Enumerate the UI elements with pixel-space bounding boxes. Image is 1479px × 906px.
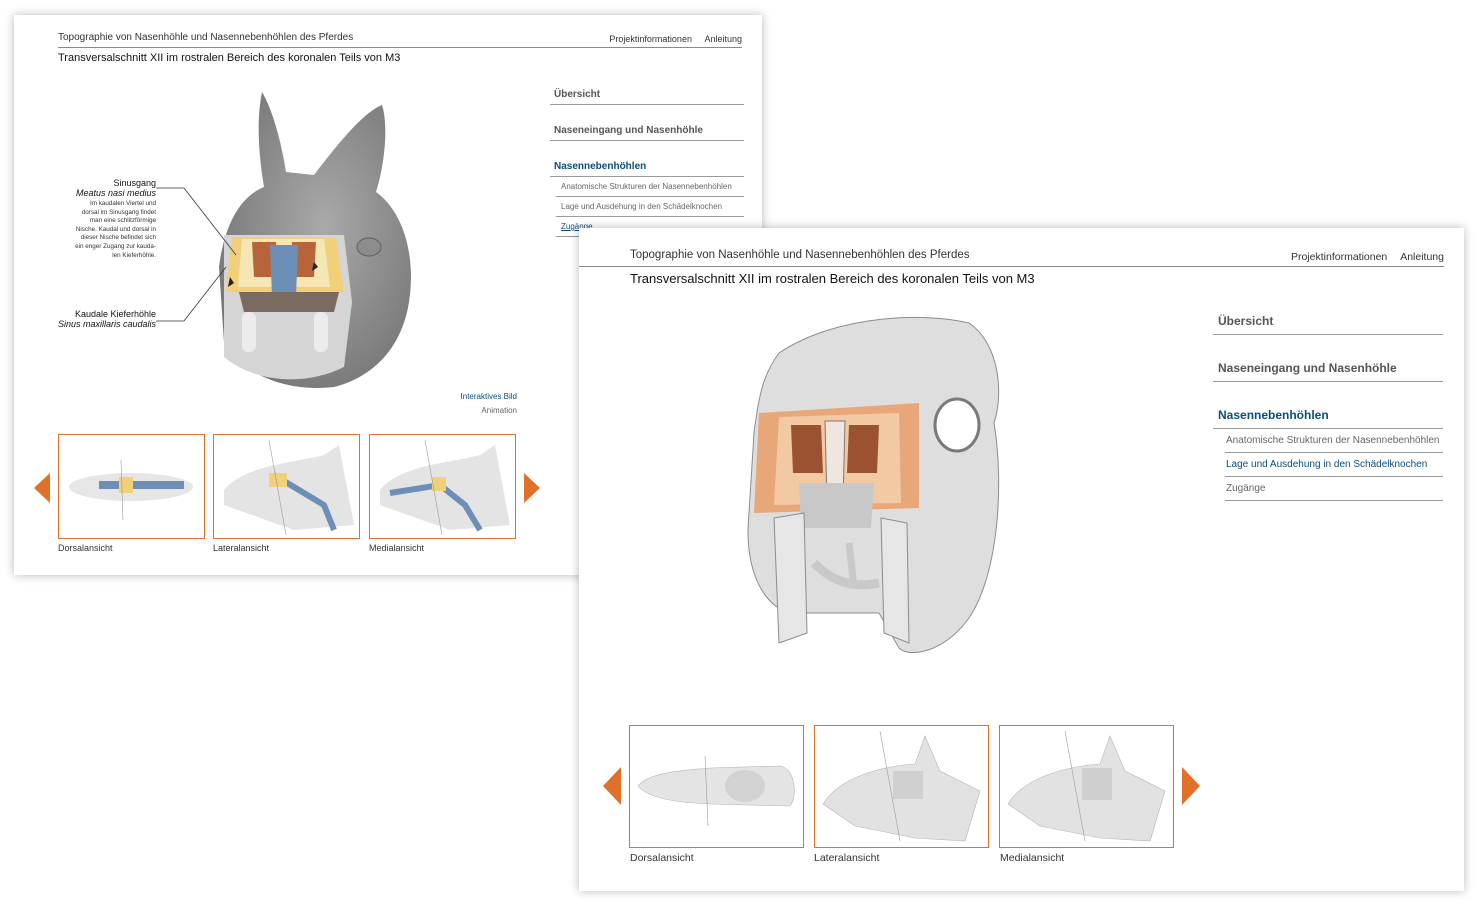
page-title: Transversalschnitt XII im rostralen Bere… xyxy=(630,271,1035,286)
thumbnail-medial[interactable] xyxy=(369,434,516,539)
nav-sub-anatomische-strukturen[interactable]: Anatomische Strukturen der Nasennebenhöh… xyxy=(556,177,744,197)
next-arrow[interactable] xyxy=(1182,767,1200,805)
app-title: Topographie von Nasenhöhle und Nasennebe… xyxy=(630,249,970,261)
annotation-line: len Kieferhöhle. xyxy=(112,251,156,259)
nav-section-naseneingang[interactable]: Naseneingang und Nasenhöhle xyxy=(1213,355,1443,382)
medial-view-image xyxy=(380,439,510,536)
section-nav: Übersicht Naseneingang und Nasenhöhle Na… xyxy=(550,85,744,237)
nav-sub-lage-ausdehnung[interactable]: Lage und Ausdehung in den Schädelknochen xyxy=(1225,453,1443,477)
thumbnail-dorsal[interactable] xyxy=(629,725,804,848)
header-links: Projektinformationen Anleitung xyxy=(1281,251,1444,263)
project-info-link[interactable]: Projektinformationen xyxy=(1290,251,1388,263)
interactive-image-link[interactable]: Interaktives Bild xyxy=(460,392,517,401)
nav-section-nasennebenhoehlen[interactable]: Nasennebenhöhlen xyxy=(550,157,744,177)
annotation-sinusgang-title: Sinusgang xyxy=(113,178,156,188)
annotation-line: Nische. Kaudal und dorsal in xyxy=(75,225,156,233)
front-window: Topographie von Nasenhöhle und Nasennebe… xyxy=(579,228,1464,891)
instructions-link[interactable]: Anleitung xyxy=(704,34,742,44)
animation-link[interactable]: Animation xyxy=(481,406,517,415)
annotation-line: ein enger Zugang zur kauda- xyxy=(75,242,156,250)
annotation-sinusgang: Sinusgang Meatus nasi medius Im kaudalen… xyxy=(34,178,156,260)
skull-section-figure[interactable] xyxy=(729,313,1019,658)
dorsal-view-image xyxy=(69,459,193,521)
nav-section-uebersicht[interactable]: Übersicht xyxy=(550,85,744,105)
nav-sub-anatomische-strukturen[interactable]: Anatomische Strukturen der Nasennebenhöh… xyxy=(1225,429,1443,453)
lateral-view-image xyxy=(224,439,354,536)
prev-arrow[interactable] xyxy=(34,473,50,503)
thumbnail-lateral[interactable] xyxy=(213,434,360,539)
nav-sub-lage-ausdehnung[interactable]: Lage und Ausdehung in den Schädelknochen xyxy=(556,197,744,217)
section-nav: Übersicht Naseneingang und Nasenhöhle Na… xyxy=(1213,308,1443,501)
thumbnail-lateral[interactable] xyxy=(814,725,989,848)
annotation-sinusgang-latin: Meatus nasi medius xyxy=(75,188,156,198)
thumbnail-dorsal[interactable] xyxy=(58,434,205,539)
annotation-line: man eine schlitzförmige xyxy=(89,217,156,225)
lateral-view-image xyxy=(822,730,981,842)
thumbnail-label-lateral: Lateralansicht xyxy=(213,543,270,553)
horse-head-section-figure[interactable] xyxy=(204,87,444,392)
header-links: Projektinformationen Anleitung xyxy=(599,34,742,44)
project-info-link[interactable]: Projektinformationen xyxy=(609,34,692,44)
nav-section-uebersicht[interactable]: Übersicht xyxy=(1213,308,1443,335)
dorsal-view-image xyxy=(637,755,795,827)
annotation-kiefer-latin: Sinus maxillaris caudalis xyxy=(57,319,156,329)
instructions-link[interactable]: Anleitung xyxy=(1400,251,1444,263)
nav-section-nasennebenhoehlen[interactable]: Nasennebenhöhlen xyxy=(1213,402,1443,429)
annotation-line: Im kaudalen Viertel und xyxy=(89,200,156,207)
page-title: Transversalschnitt XII im rostralen Bere… xyxy=(58,52,401,64)
annotation-line: dorsal im Sinusgang findet xyxy=(81,208,156,216)
annotation-kiefer-title: Kaudale Kieferhöhle xyxy=(74,309,156,319)
app-header: Topographie von Nasenhöhle und Nasennebe… xyxy=(58,31,742,48)
nav-section-naseneingang[interactable]: Naseneingang und Nasenhöhle xyxy=(550,121,744,141)
thumbnail-medial[interactable] xyxy=(999,725,1174,848)
annotation-kieferhoehle: Kaudale Kieferhöhle Sinus maxillaris cau… xyxy=(34,309,156,329)
prev-arrow[interactable] xyxy=(603,767,621,805)
thumbnail-label-medial: Medialansicht xyxy=(369,543,425,553)
thumbnail-label-dorsal: Dorsalansicht xyxy=(630,852,694,864)
nav-sub-zugaenge[interactable]: Zugänge xyxy=(1225,477,1443,501)
app-title: Topographie von Nasenhöhle und Nasennebe… xyxy=(58,32,354,43)
annotation-line: dieser Nische befindet sich xyxy=(80,234,156,242)
medial-view-image xyxy=(1007,730,1166,842)
thumbnail-label-lateral: Lateralansicht xyxy=(814,852,880,864)
next-arrow[interactable] xyxy=(524,473,540,503)
thumbnail-label-medial: Medialansicht xyxy=(1000,852,1065,864)
thumbnail-label-dorsal: Dorsalansicht xyxy=(58,543,113,553)
annotation-sinusgang-text: Im kaudalen Viertel und dorsal im Sinusg… xyxy=(34,200,156,260)
app-header: Topographie von Nasenhöhle und Nasennebe… xyxy=(579,248,1444,267)
annotation-leaders xyxy=(156,187,237,322)
